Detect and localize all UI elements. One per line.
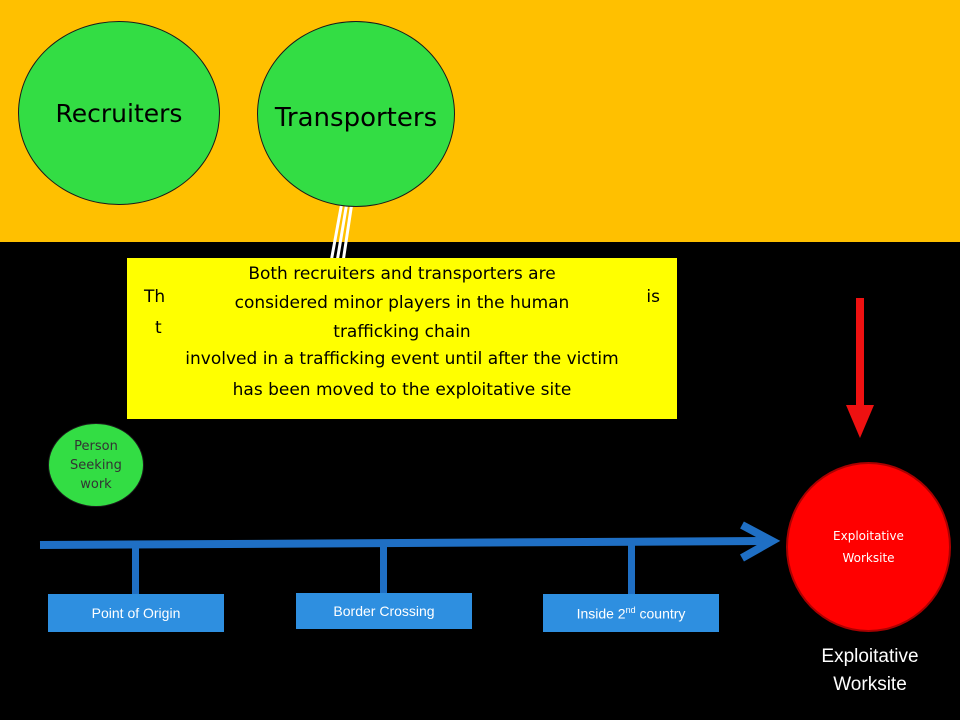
stage-border-crossing: Border Crossing [296, 593, 472, 629]
stage-point-of-origin: Point of Origin [48, 594, 224, 632]
stage-label-suffix: country [635, 605, 686, 622]
back-fragment-t: t [155, 318, 162, 338]
link-line [335, 201, 349, 263]
stage-connector-border [380, 545, 387, 595]
back-fragment-is: is [646, 287, 660, 307]
label-line: Worksite [842, 551, 895, 565]
caption-line: Worksite [833, 674, 907, 695]
back-fragment-th: Th [144, 287, 166, 307]
callout-box: Th is t involved in a trafficking event … [127, 258, 677, 419]
person-seeking-work-node: Person Seeking work [48, 423, 144, 507]
stage-label-prefix: Inside 2 [576, 605, 626, 622]
exploitative-worksite-caption: Exploitative Worksite [790, 643, 950, 699]
transporters-label: Transporters [274, 103, 438, 133]
transporter-link-lines [329, 201, 354, 263]
stage-inside-second-country: Inside 2nd country [543, 594, 719, 632]
back-line-row: t [127, 313, 677, 344]
exploitative-worksite-node: Exploitative Worksite [786, 462, 951, 632]
label-line: Person [74, 438, 118, 454]
label-line: Seeking [70, 457, 122, 473]
person-seeking-work-label: Person Seeking work [70, 437, 122, 494]
timeline-arrow [39, 521, 781, 562]
red-down-arrow [846, 298, 874, 438]
transporters-node: Transporters [257, 21, 455, 207]
back-line-trafficking: involved in a trafficking event until af… [185, 349, 619, 369]
back-line-exploitative-site: has been moved to the exploitative site [232, 380, 572, 400]
label-line: work [80, 476, 112, 492]
callout-front-text: Both recruiters and transporters are con… [205, 260, 599, 347]
stage-connector-inside [628, 545, 635, 595]
caption-line: Exploitative [821, 646, 919, 667]
timeline-shaft [39, 537, 769, 549]
stage-label-sup: nd [625, 604, 636, 615]
recruiters-label: Recruiters [55, 98, 183, 128]
recruiters-node: Recruiters [18, 21, 220, 205]
link-line [329, 201, 344, 263]
stage-connector-origin [132, 545, 139, 595]
stage-label: Point of Origin [91, 605, 181, 621]
back-line-row: Th is [127, 282, 677, 313]
exploitative-worksite-label: Exploitative Worksite [833, 525, 904, 569]
callout-back-text: Th is t involved in a trafficking event … [127, 282, 677, 406]
stage-label: Inside 2nd country [577, 605, 686, 622]
timeline-arrowhead [740, 521, 781, 562]
stage-label: Border Crossing [333, 603, 435, 619]
label-line: Exploitative [833, 529, 904, 543]
link-line [341, 201, 354, 263]
red-arrow-head [846, 405, 874, 438]
